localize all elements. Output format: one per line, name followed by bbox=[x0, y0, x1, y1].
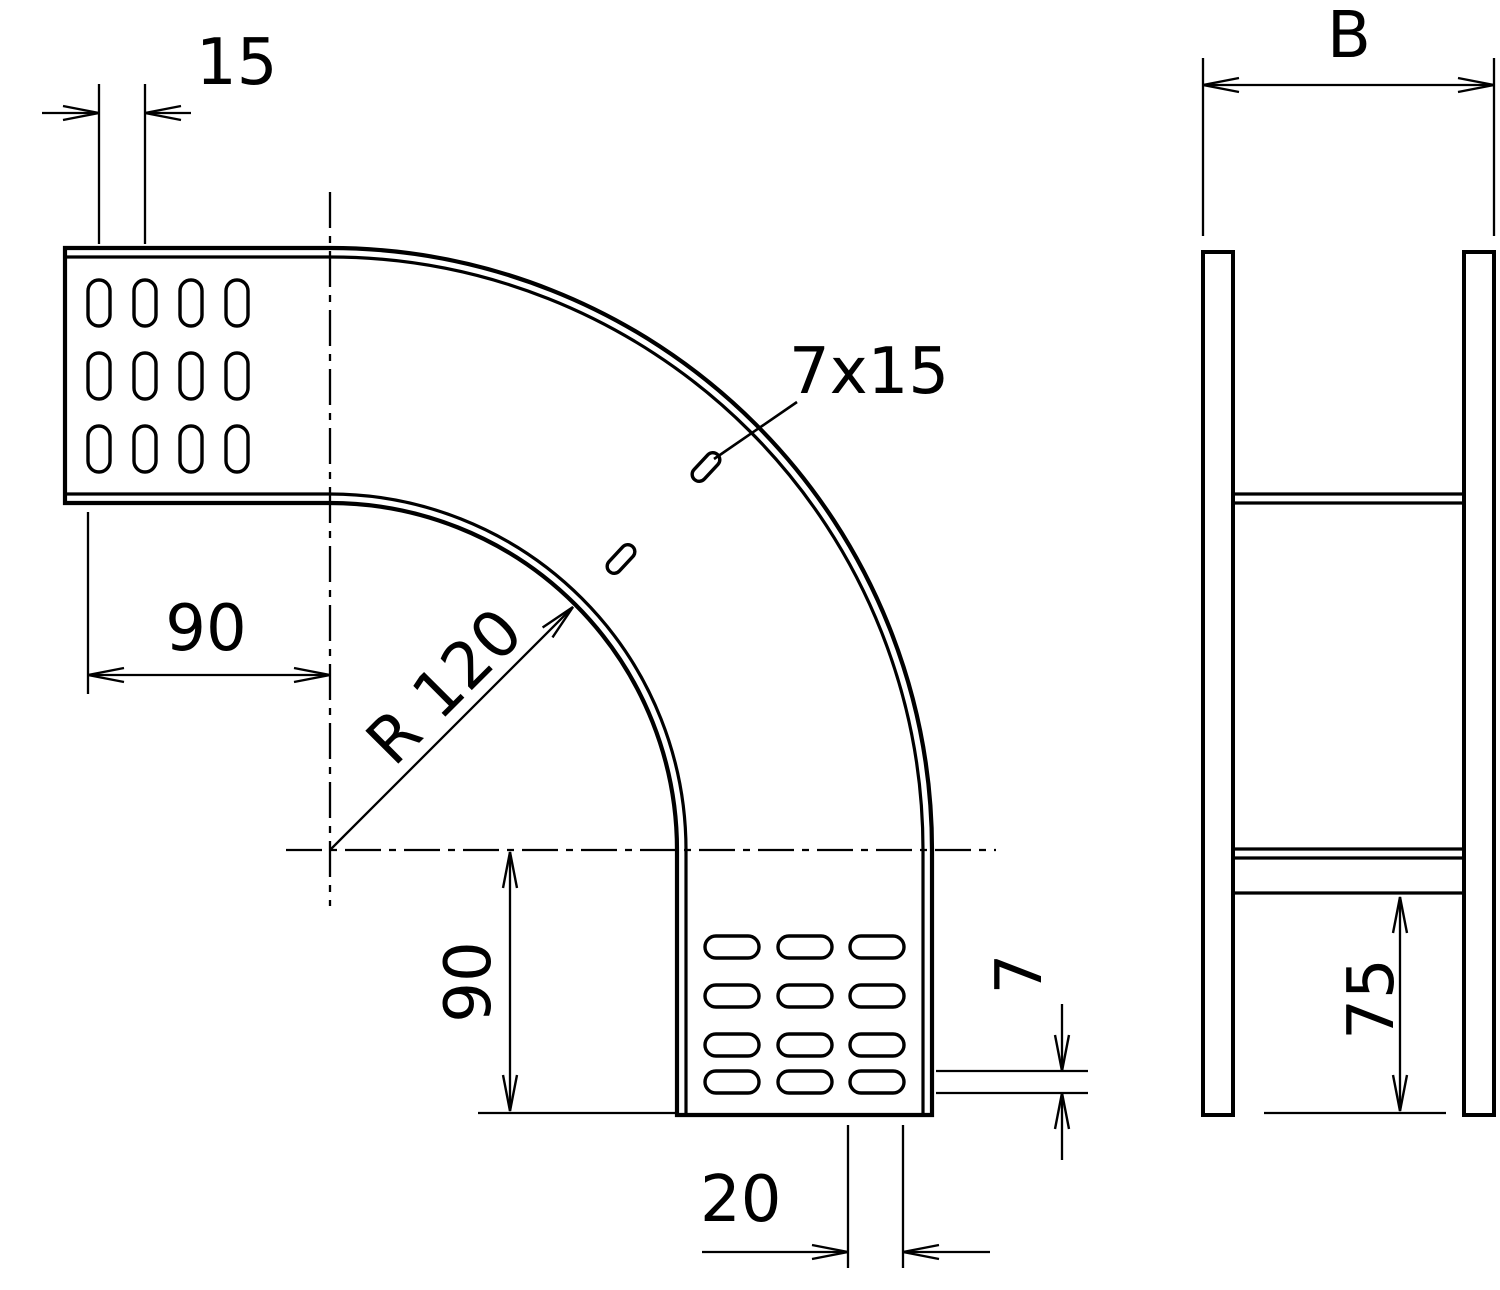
slot bbox=[776, 983, 834, 1009]
side-view: B 75 bbox=[1201, 0, 1496, 1117]
slot bbox=[703, 983, 761, 1009]
dim-90-horizontal-label: 90 bbox=[165, 592, 246, 666]
side-rail-left bbox=[1201, 250, 1235, 1117]
dim-90-vertical: 90 bbox=[432, 851, 677, 1115]
slot bbox=[848, 1032, 906, 1058]
dim-75: 75 bbox=[1264, 896, 1446, 1115]
slot bbox=[848, 1069, 906, 1095]
radius-line bbox=[330, 606, 574, 850]
dim-7-label: 7 bbox=[983, 954, 1057, 995]
dim-radius: R 120 bbox=[330, 595, 574, 850]
leader-line bbox=[713, 400, 798, 461]
slot bbox=[178, 424, 204, 474]
dim-90-horizontal: 90 bbox=[86, 512, 331, 694]
side-rail-right bbox=[1462, 250, 1496, 1117]
slot bbox=[776, 934, 834, 960]
slot bbox=[776, 1069, 834, 1095]
slot bbox=[703, 1032, 761, 1058]
tray-flange-inner-line bbox=[65, 492, 688, 1115]
radius-label: R 120 bbox=[353, 595, 538, 780]
slot bbox=[848, 934, 906, 960]
slot bbox=[132, 424, 158, 474]
slot bbox=[605, 542, 637, 576]
slot-size-callout: 7x15 bbox=[713, 335, 949, 461]
slot bbox=[703, 934, 761, 960]
slot bbox=[776, 1032, 834, 1058]
slot bbox=[690, 450, 722, 484]
slot bbox=[848, 983, 906, 1009]
slot-size-label: 7x15 bbox=[789, 335, 949, 409]
slot bbox=[224, 424, 250, 474]
slot bbox=[132, 351, 158, 401]
slot bbox=[178, 278, 204, 328]
dim-75-label: 75 bbox=[1335, 958, 1409, 1039]
dim-20-label: 20 bbox=[700, 1163, 781, 1237]
dim-slot-pitch: 15 bbox=[42, 26, 277, 244]
slot bbox=[703, 1069, 761, 1095]
slot bbox=[224, 351, 250, 401]
slot bbox=[132, 278, 158, 328]
slot bbox=[178, 351, 204, 401]
bottom-slot-grid bbox=[703, 934, 906, 1095]
top-slot-grid bbox=[86, 278, 250, 474]
width-b-label: B bbox=[1327, 0, 1371, 73]
bend-slots bbox=[605, 450, 722, 576]
slot bbox=[86, 278, 112, 328]
plan-view: 15 90 R 120 7x15 90 bbox=[42, 26, 1088, 1268]
dim-90-vertical-label: 90 bbox=[432, 941, 506, 1022]
dim-7: 7 bbox=[936, 954, 1088, 1160]
slot bbox=[86, 351, 112, 401]
slot bbox=[86, 424, 112, 474]
tray-flange-outer-line bbox=[65, 255, 925, 1115]
dim-20: 20 bbox=[700, 1125, 990, 1268]
slot bbox=[224, 278, 250, 328]
dim-15-label: 15 bbox=[196, 26, 277, 100]
dim-width-b: B bbox=[1201, 0, 1496, 236]
